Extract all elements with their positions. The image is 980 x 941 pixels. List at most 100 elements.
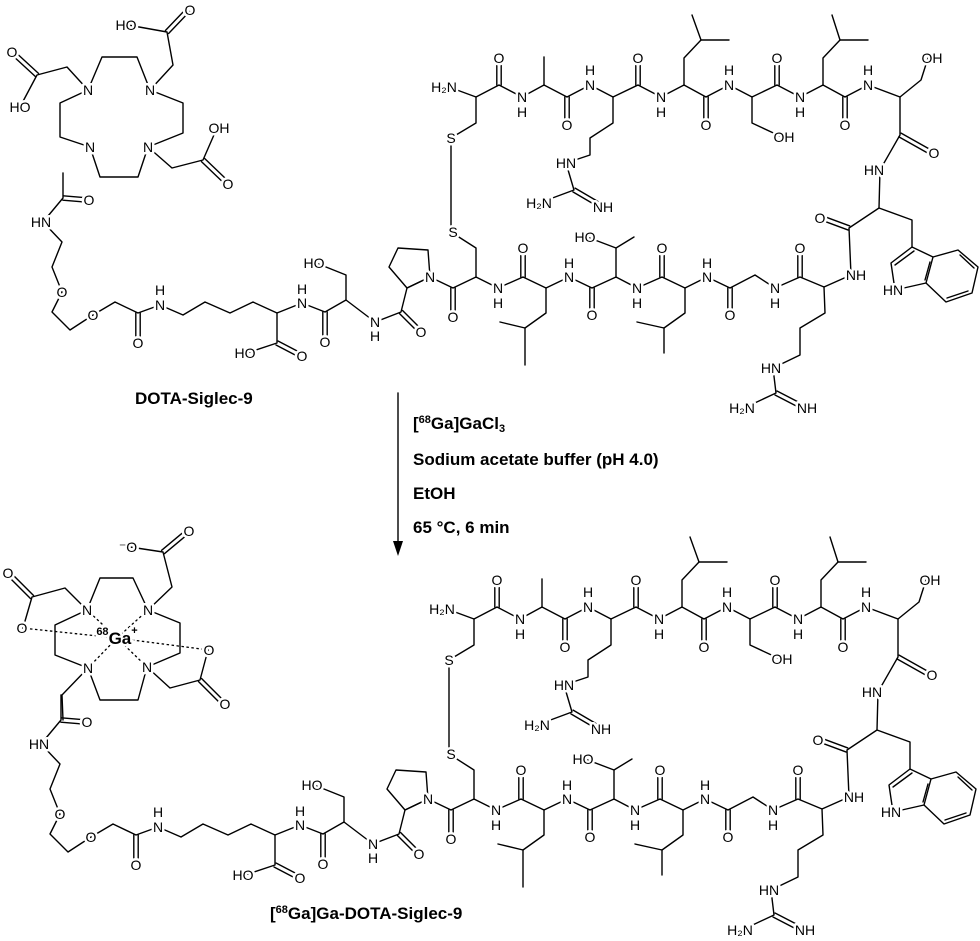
atom-label: H	[491, 817, 501, 833]
coordination-bond	[21, 627, 118, 639]
atom-label: OH	[774, 129, 795, 145]
atom-label: H₂N	[727, 922, 753, 938]
atom-label: H	[583, 584, 593, 600]
atom-label: N	[515, 611, 525, 627]
atom-label: O	[220, 696, 231, 712]
pendant-arm-bond	[146, 649, 209, 689]
atom-label: HN	[556, 155, 576, 171]
aromatic-bond	[959, 254, 975, 269]
double-bond	[200, 160, 227, 186]
solvent-label: EtOH	[413, 484, 456, 503]
atom-label: N	[863, 77, 873, 93]
atom-label: O	[795, 240, 806, 256]
atom-label: N	[370, 314, 380, 330]
atom-label: O	[723, 829, 734, 845]
atom-label: O	[57, 284, 68, 300]
atom-label: HO	[233, 867, 254, 883]
atom-label: O	[204, 642, 215, 658]
atom-label: O	[492, 572, 503, 588]
carbonyl-bond	[818, 741, 847, 753]
temperature-time-label: 65 °C, 6 min	[413, 518, 510, 537]
product-name-isotope: 68	[275, 904, 288, 916]
carbonyl-bond	[273, 866, 298, 880]
atom-label: N	[583, 599, 593, 615]
side-chain-bond	[822, 14, 841, 86]
atom-label: NH	[591, 721, 611, 737]
atom-label: N	[793, 611, 803, 627]
side-chain-bond	[615, 236, 635, 249]
side-chain-bond	[386, 769, 429, 811]
pendant-arm-bond	[19, 66, 89, 108]
side-chain-bond	[749, 618, 781, 660]
carbonyl-bond	[572, 191, 603, 210]
atom-label: N	[654, 611, 664, 627]
atom-label: HN	[881, 804, 901, 820]
atom-label: N	[153, 819, 163, 835]
aromatic-bond	[922, 783, 929, 803]
carbonyl-bond	[275, 344, 300, 358]
product-name: [68Ga]Ga-DOTA-Siglec-9	[270, 904, 462, 924]
atom-label: O	[838, 639, 849, 655]
side-chain-bond	[876, 729, 911, 770]
atom-label: HO	[573, 751, 594, 767]
atom-label: N	[724, 77, 734, 93]
pendant-arm-bond	[61, 667, 89, 721]
atom-label: N	[632, 280, 642, 296]
atom-label: HN	[29, 736, 49, 752]
atom-label: H	[517, 104, 527, 120]
side-chain-bond	[536, 684, 573, 726]
buffer-label: Sodium acetate buffer (pH 4.0)	[413, 450, 659, 469]
atom-label: H	[795, 104, 805, 120]
double-bond	[5, 573, 32, 600]
side-chain-bond	[388, 247, 431, 289]
atom-label: O	[560, 639, 571, 655]
atom-label: H	[768, 817, 778, 833]
atom-label: H	[630, 817, 640, 833]
atom-label: S	[446, 746, 455, 762]
aromatic-bond	[944, 812, 967, 821]
side-chain-bond	[681, 536, 700, 608]
atom-label: N	[142, 659, 152, 675]
atom-label: O	[185, 2, 196, 18]
carbonyl-bond	[60, 721, 86, 725]
atom-label: HN	[761, 360, 781, 376]
atom-label: H	[632, 295, 642, 311]
atom-label: O	[585, 829, 596, 845]
atom-label: H	[700, 777, 710, 793]
side-chain-bond	[899, 57, 929, 98]
atom-label: O	[295, 870, 306, 886]
atom-label: HO	[575, 229, 596, 245]
atom-label: O	[927, 667, 938, 683]
atom-label: S	[444, 652, 453, 668]
atom-label: O	[86, 829, 97, 845]
atom-label: H	[153, 804, 163, 820]
atom-label: N	[702, 269, 712, 285]
atom-label: H₂N	[431, 79, 457, 95]
atom-label: N	[585, 77, 595, 93]
atom-label: H	[793, 626, 803, 642]
atom-label: H	[368, 850, 378, 866]
atom-label: N	[368, 836, 378, 852]
atom-label: N	[491, 802, 501, 818]
product-name-pre: [	[270, 904, 276, 923]
atom-label: O	[494, 50, 505, 66]
atom-label: OH	[920, 572, 941, 588]
atom-label: O	[701, 117, 712, 133]
atom-label: O	[416, 324, 427, 340]
side-chain-bond	[923, 771, 977, 825]
atom-label: O	[929, 145, 940, 161]
atom-label: HO	[235, 345, 256, 361]
double-bond	[12, 49, 40, 75]
backbone-bond	[40, 606, 899, 853]
carbonyl-bond	[572, 709, 603, 728]
atom-label: O	[223, 176, 234, 192]
side-chain-bond	[636, 287, 686, 329]
atom-label: O	[699, 639, 710, 655]
atom-label: O	[7, 44, 18, 60]
side-chain-bond	[565, 96, 614, 164]
double-bond	[200, 677, 226, 703]
atom-label: HO	[302, 777, 323, 793]
carbonyl-bond	[774, 912, 805, 929]
atom-label: N	[423, 791, 433, 807]
atom-label: H	[370, 328, 380, 344]
